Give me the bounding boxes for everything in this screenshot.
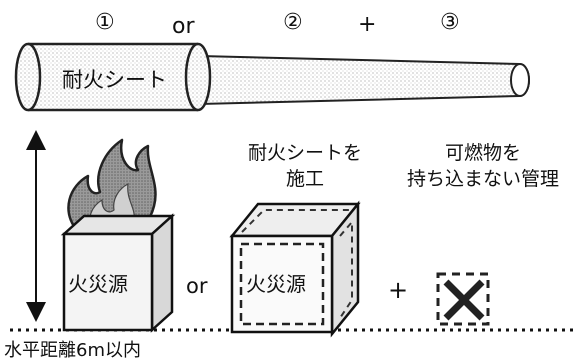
- fire-source-box: [60, 213, 176, 333]
- pipe: [199, 54, 530, 106]
- fire-sheet-wrap: [14, 42, 212, 112]
- combustible-caption: 可燃物を 持ち込まない管理: [385, 140, 581, 192]
- sheet-caption: 耐火シートを 施工: [220, 140, 390, 192]
- fire-source-label: 火災源: [68, 272, 128, 296]
- combustible-caption-line1: 可燃物を: [444, 142, 521, 164]
- or-label-top: or: [172, 14, 195, 39]
- option-3-label: ③: [440, 10, 460, 35]
- sheet-caption-line2: 施工: [285, 168, 324, 190]
- distance-label: 水平距離6m以内: [4, 340, 141, 361]
- no-combustibles-icon: [436, 272, 490, 326]
- sheet-caption-line1: 耐火シートを: [247, 142, 362, 164]
- option-2-label: ②: [283, 10, 303, 35]
- plus-label-bottom: +: [388, 276, 409, 304]
- combustible-caption-line2: 持ち込まない管理: [406, 168, 559, 190]
- option-1-label: ①: [95, 10, 115, 35]
- wrapped-source-label: 火災源: [246, 272, 306, 296]
- pipe-sheet-label: 耐火シート: [62, 68, 167, 92]
- or-label-bottom: or: [186, 274, 208, 298]
- plus-label-top: +: [358, 12, 377, 37]
- wrapped-source-box: [229, 200, 361, 338]
